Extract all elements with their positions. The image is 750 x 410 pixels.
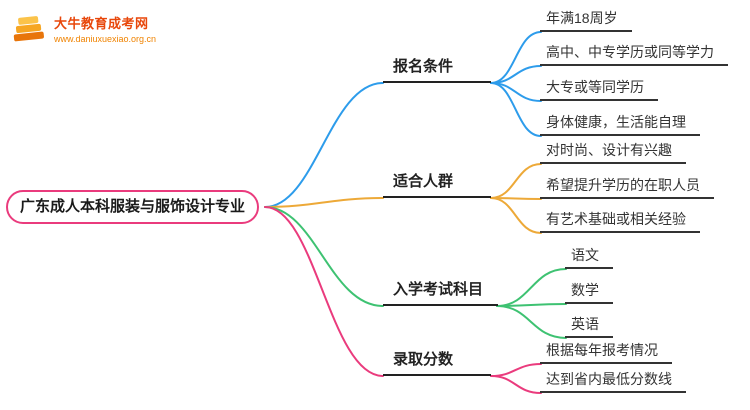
link-branch0-child3 [490,82,542,137]
branch-suitable-people: 适合人群 [383,172,491,198]
branch-enrollment-conditions: 报名条件 [383,57,491,83]
leaf-node: 年满18周岁 [540,9,632,32]
link-branch1-child2 [490,197,542,234]
leaf-node: 对时尚、设计有兴趣 [540,141,686,164]
stacked-books-icon [13,16,44,42]
link-branch0-child0 [490,31,542,84]
link-root-branch-3 [264,206,384,377]
leaf-node: 英语 [565,315,613,338]
site-name: 大牛教育成考网 [54,15,149,31]
link-branch0-child2 [490,82,542,102]
link-branch2-child2 [496,305,567,339]
leaf-node: 身体健康，生活能自理 [540,113,700,136]
link-root-branch-1 [264,197,384,208]
link-branch3-child1 [490,375,542,394]
site-url: www.daniuxuexiao.org.cn [54,33,157,44]
link-branch1-child0 [490,163,542,199]
leaf-node: 达到省内最低分数线 [540,370,686,393]
link-branch2-child0 [496,268,567,307]
leaf-node: 语文 [565,246,613,269]
leaf-node: 希望提升学历的在职人员 [540,176,714,199]
leaf-node: 高中、中专学历或同等学力 [540,43,728,66]
branch-admission-score: 录取分数 [383,350,491,376]
link-branch0-child1 [490,65,542,84]
link-root-branch-2 [264,206,384,307]
link-root-branch-0 [264,82,384,208]
leaf-node: 有艺术基础或相关经验 [540,210,700,233]
central-topic: 广东成人本科服装与服饰设计专业 [6,190,260,224]
link-branch3-child0 [490,363,542,377]
link-branch2-child1 [496,303,567,307]
leaf-node: 根据每年报考情况 [540,341,672,364]
link-branch1-child1 [490,197,542,200]
leaf-node: 大专或等同学历 [540,78,658,101]
branch-entrance-exam-subjects: 入学考试科目 [383,280,498,306]
leaf-node: 数学 [565,281,613,304]
site-logo-text: 大牛教育成考网 www.daniuxuexiao.org.cn [54,13,156,44]
site-logo: 大牛教育成考网 www.daniuxuexiao.org.cn [8,8,156,48]
